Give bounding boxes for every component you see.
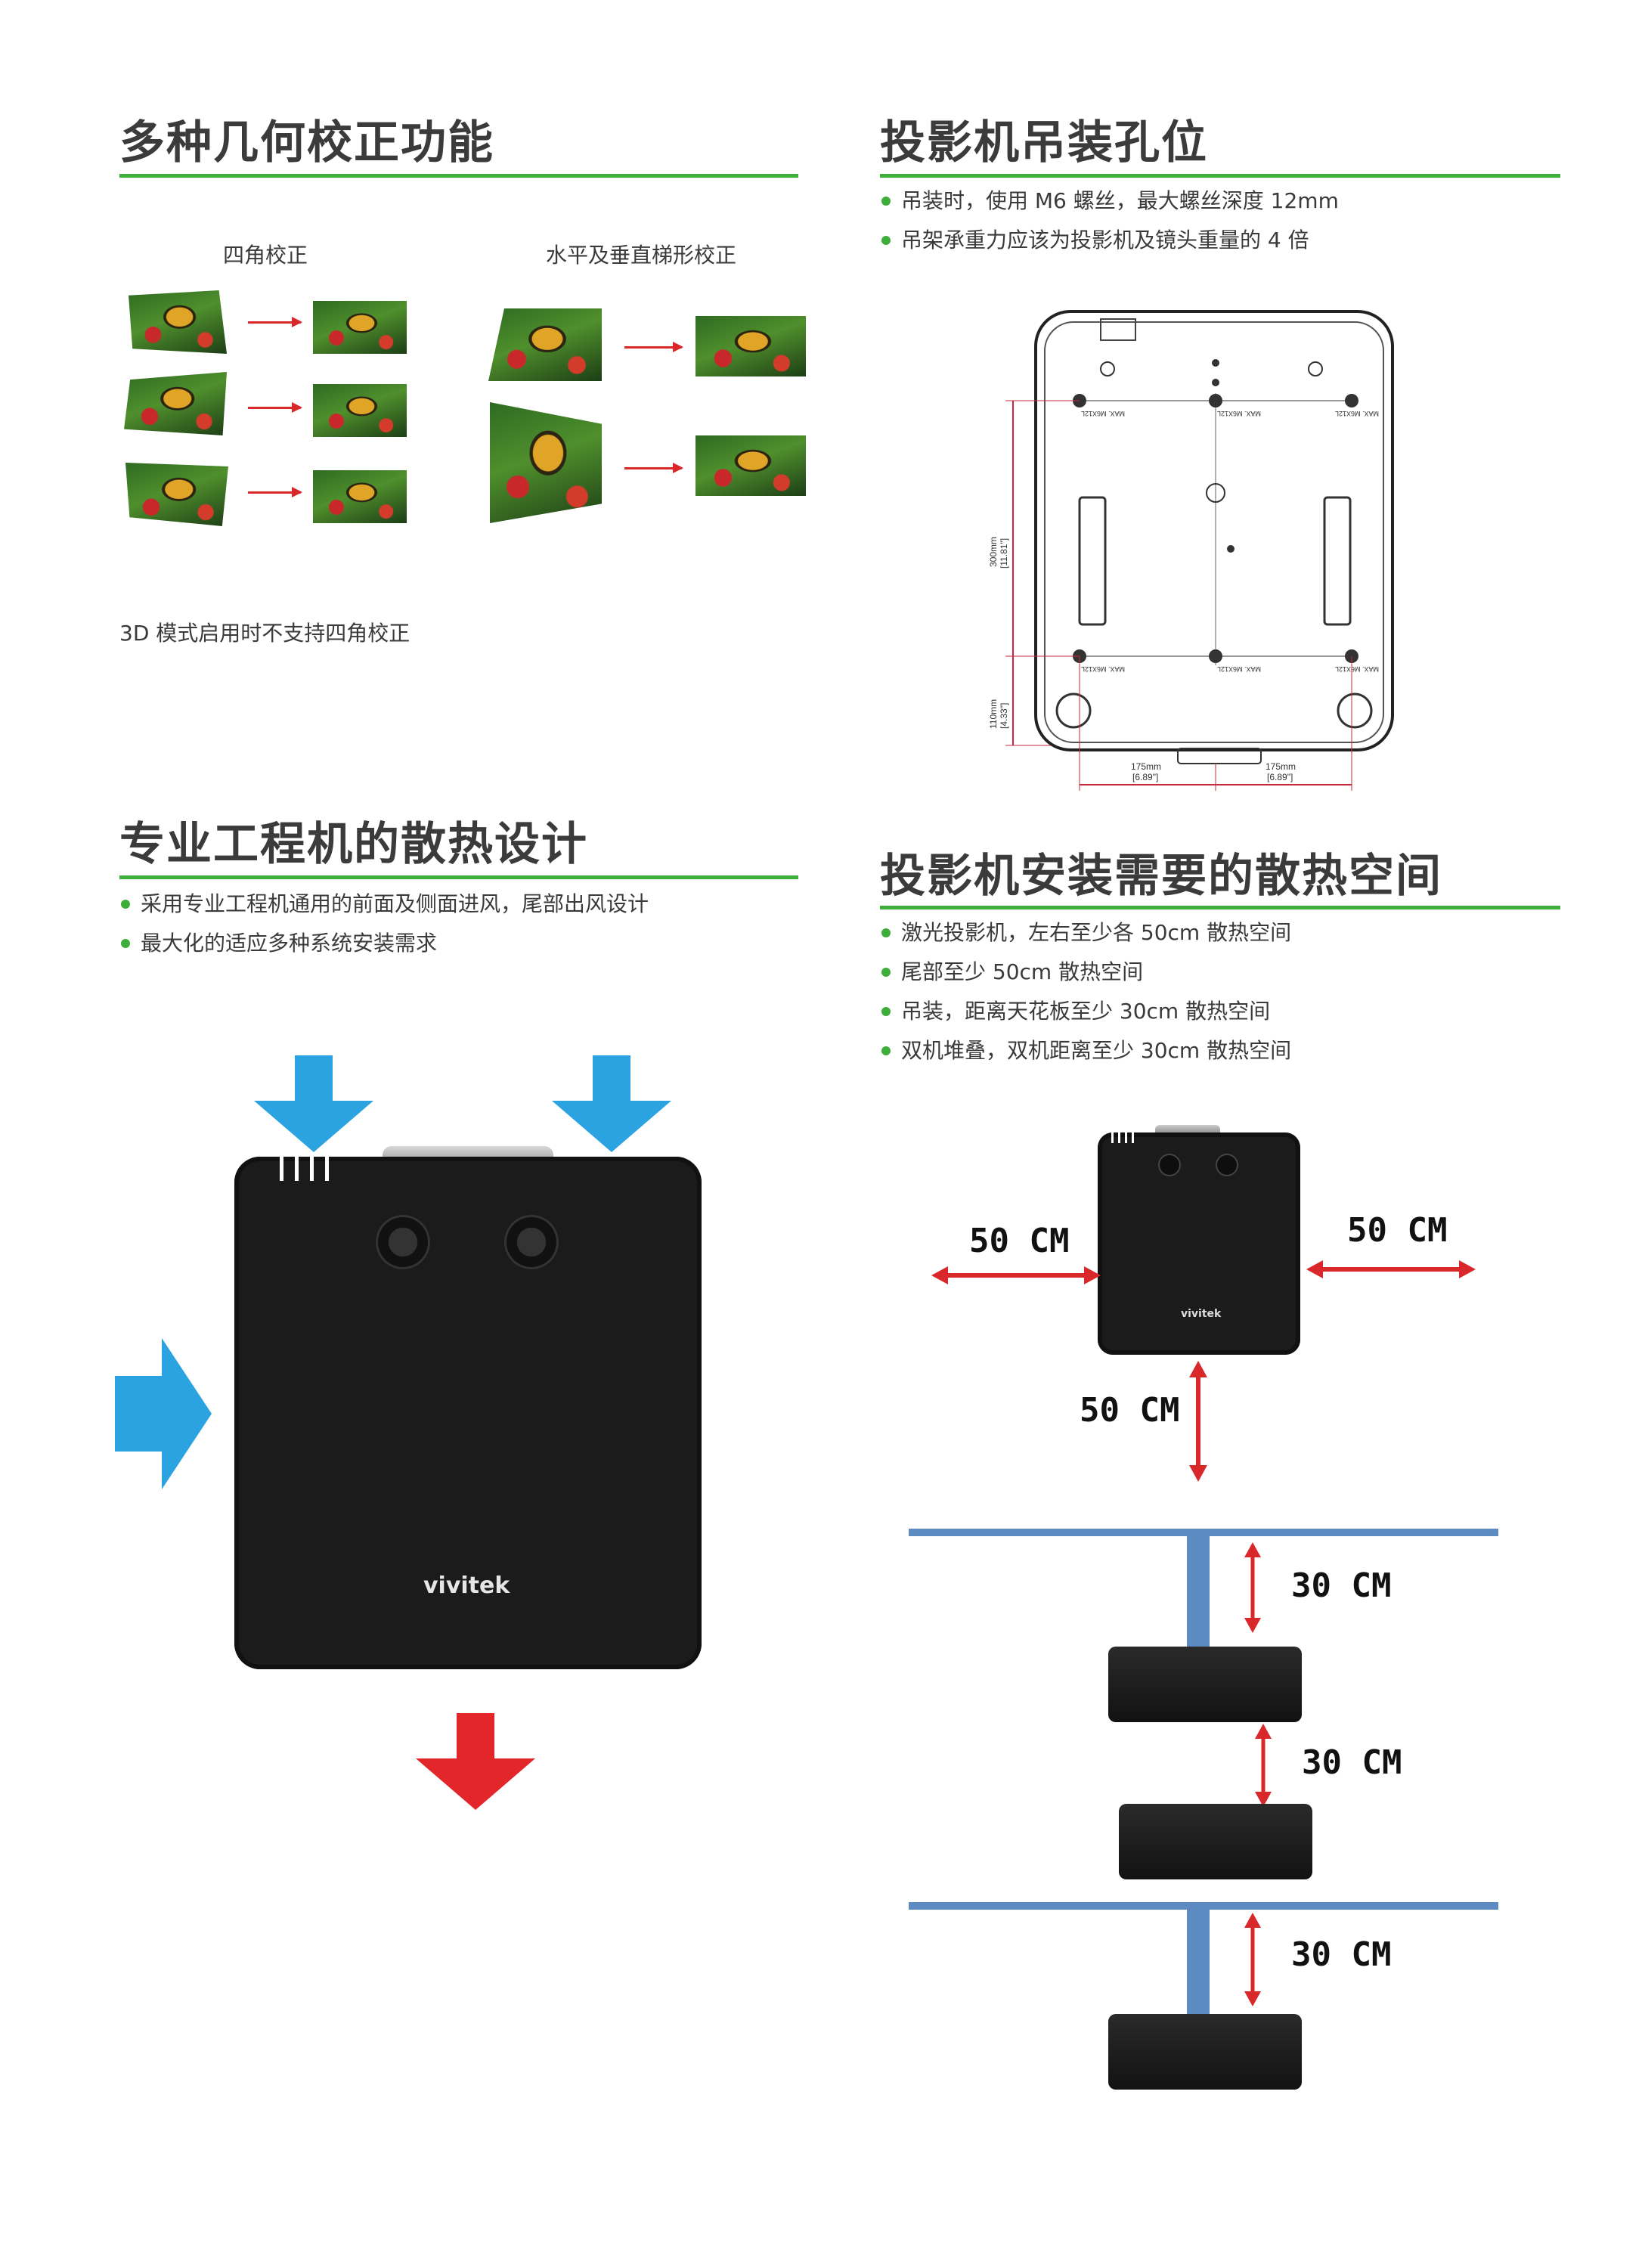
hole-label: MAX. M6X12L <box>1217 665 1261 673</box>
bullet-item: 吊架承重力应该为投影机及镜头重量的 4 倍 <box>880 221 1339 260</box>
distorted-image <box>488 308 602 381</box>
intake-arrow-top-right-icon <box>552 1055 671 1152</box>
arrow-right-icon <box>248 487 302 497</box>
arrow-right-icon <box>624 342 683 352</box>
dim-4-33in: [4.33"] <box>999 703 1009 729</box>
side-view-projector <box>1108 1647 1302 1722</box>
mounting-hole-diagram: MAX. M6X12L MAX. M6X12L MAX. M6X12L MAX.… <box>988 310 1394 791</box>
distorted-image <box>490 402 602 523</box>
left-clearance-label: 50 CM <box>969 1222 1070 1260</box>
bullet-item: 吊装，距离天花板至少 30cm 散热空间 <box>880 992 1291 1031</box>
ceiling-line <box>909 1529 1498 1536</box>
lens-shift-knob-icon <box>1217 1155 1237 1175</box>
ceiling-mount-pole <box>1187 1536 1210 1651</box>
bullet-item: 尾部至少 50cm 散热空间 <box>880 953 1291 992</box>
cooling-title-rule <box>119 875 798 879</box>
side-view-projector <box>1119 1804 1312 1879</box>
lens-shift-knob-icon <box>378 1217 428 1267</box>
status-leds <box>1111 1132 1137 1143</box>
distorted-image <box>125 463 228 526</box>
mounting-title: 投影机吊装孔位 <box>880 116 1208 169</box>
keystone-note: 3D 模式启用时不支持四角校正 <box>119 621 410 646</box>
bullet-item: 吊装时，使用 M6 螺丝，最大螺丝深度 12mm <box>880 181 1339 221</box>
mounting-bullets: 吊装时，使用 M6 螺丝，最大螺丝深度 12mm 吊架承重力应该为投影机及镜头重… <box>880 181 1339 260</box>
ceiling-mount-pole <box>1187 1910 1210 2015</box>
ceiling-clearance-label: 30 CM <box>1291 1935 1392 1974</box>
corrected-image <box>695 435 806 496</box>
hole-label: MAX. M6X12L <box>1335 665 1379 673</box>
clearance-title: 投影机安装需要的散热空间 <box>880 850 1442 903</box>
ceiling-line <box>909 1902 1498 1910</box>
dim-6-89in-left: [6.89"] <box>1132 772 1158 782</box>
hole-label: MAX. M6X12L <box>1217 410 1261 417</box>
right-clearance-label: 50 CM <box>1347 1211 1448 1250</box>
corrected-image <box>695 316 806 376</box>
side-view-projector <box>1108 2014 1302 2090</box>
bullet-item: 采用专业工程机通用的前面及侧面进风，尾部出风设计 <box>119 885 649 924</box>
brand-logo: vivitek <box>423 1572 510 1599</box>
keystone-title: 多种几何校正功能 <box>119 116 494 169</box>
ceiling-clearance-arrow-icon <box>1244 1542 1261 1633</box>
dim-110mm: 110mm <box>988 699 999 729</box>
hole-label: MAX. M6X12L <box>1335 410 1379 417</box>
hole-label: MAX. M6X12L <box>1081 665 1125 673</box>
dim-175mm-left: 175mm <box>1131 761 1161 772</box>
rear-clearance-label: 50 CM <box>1080 1391 1180 1430</box>
corrected-image <box>313 384 407 437</box>
status-leds <box>280 1157 333 1181</box>
hole-label: MAX. M6X12L <box>1081 410 1125 417</box>
clearance-right-arrow-icon <box>1306 1260 1476 1278</box>
ceiling-clearance-label: 30 CM <box>1291 1566 1392 1605</box>
dim-175mm-right: 175mm <box>1266 761 1296 772</box>
lens-shift-knob-icon <box>507 1217 556 1267</box>
clearance-projector <box>1098 1132 1300 1355</box>
corrected-image <box>313 470 407 523</box>
mounting-title-rule <box>880 174 1560 178</box>
bullet-item: 激光投影机，左右至少各 50cm 散热空间 <box>880 913 1291 953</box>
clearance-bullets: 激光投影机，左右至少各 50cm 散热空间 尾部至少 50cm 散热空间 吊装，… <box>880 913 1291 1070</box>
clearance-left-arrow-icon <box>931 1266 1101 1284</box>
bullet-item: 双机堆叠，双机距离至少 30cm 散热空间 <box>880 1031 1291 1070</box>
corrected-image <box>313 301 407 354</box>
intake-arrow-top-left-icon <box>254 1055 373 1152</box>
arrow-right-icon <box>248 317 302 327</box>
arrow-right-icon <box>248 402 302 413</box>
keystone-title-rule <box>119 174 798 178</box>
clearance-rear-arrow-icon <box>1189 1361 1207 1482</box>
dim-6-89in-right: [6.89"] <box>1267 772 1293 782</box>
arrow-right-icon <box>624 463 683 473</box>
ceiling-clearance-arrow-icon <box>1244 1913 1261 2006</box>
brand-logo: vivitek <box>1181 1308 1222 1320</box>
corner-correction-label: 四角校正 <box>223 243 308 268</box>
distorted-image <box>124 372 227 435</box>
cooling-bullets: 采用专业工程机通用的前面及侧面进风，尾部出风设计 最大化的适应多种系统安装需求 <box>119 885 649 963</box>
distorted-image <box>129 290 227 354</box>
intake-arrow-side-icon <box>115 1338 212 1489</box>
projector-body <box>234 1157 702 1669</box>
stack-clearance-arrow-icon <box>1255 1724 1272 1807</box>
cooling-title: 专业工程机的散热设计 <box>119 818 588 871</box>
bullet-item: 最大化的适应多种系统安装需求 <box>119 924 649 963</box>
clearance-title-rule <box>880 906 1560 909</box>
hv-keystone-label: 水平及垂直梯形校正 <box>546 243 737 268</box>
dim-11-81in: [11.81"] <box>999 538 1009 569</box>
dim-300mm: 300mm <box>988 537 999 567</box>
lens-shift-knob-icon <box>1160 1155 1179 1175</box>
stack-clearance-label: 30 CM <box>1302 1743 1402 1782</box>
exhaust-arrow-icon <box>416 1713 535 1810</box>
